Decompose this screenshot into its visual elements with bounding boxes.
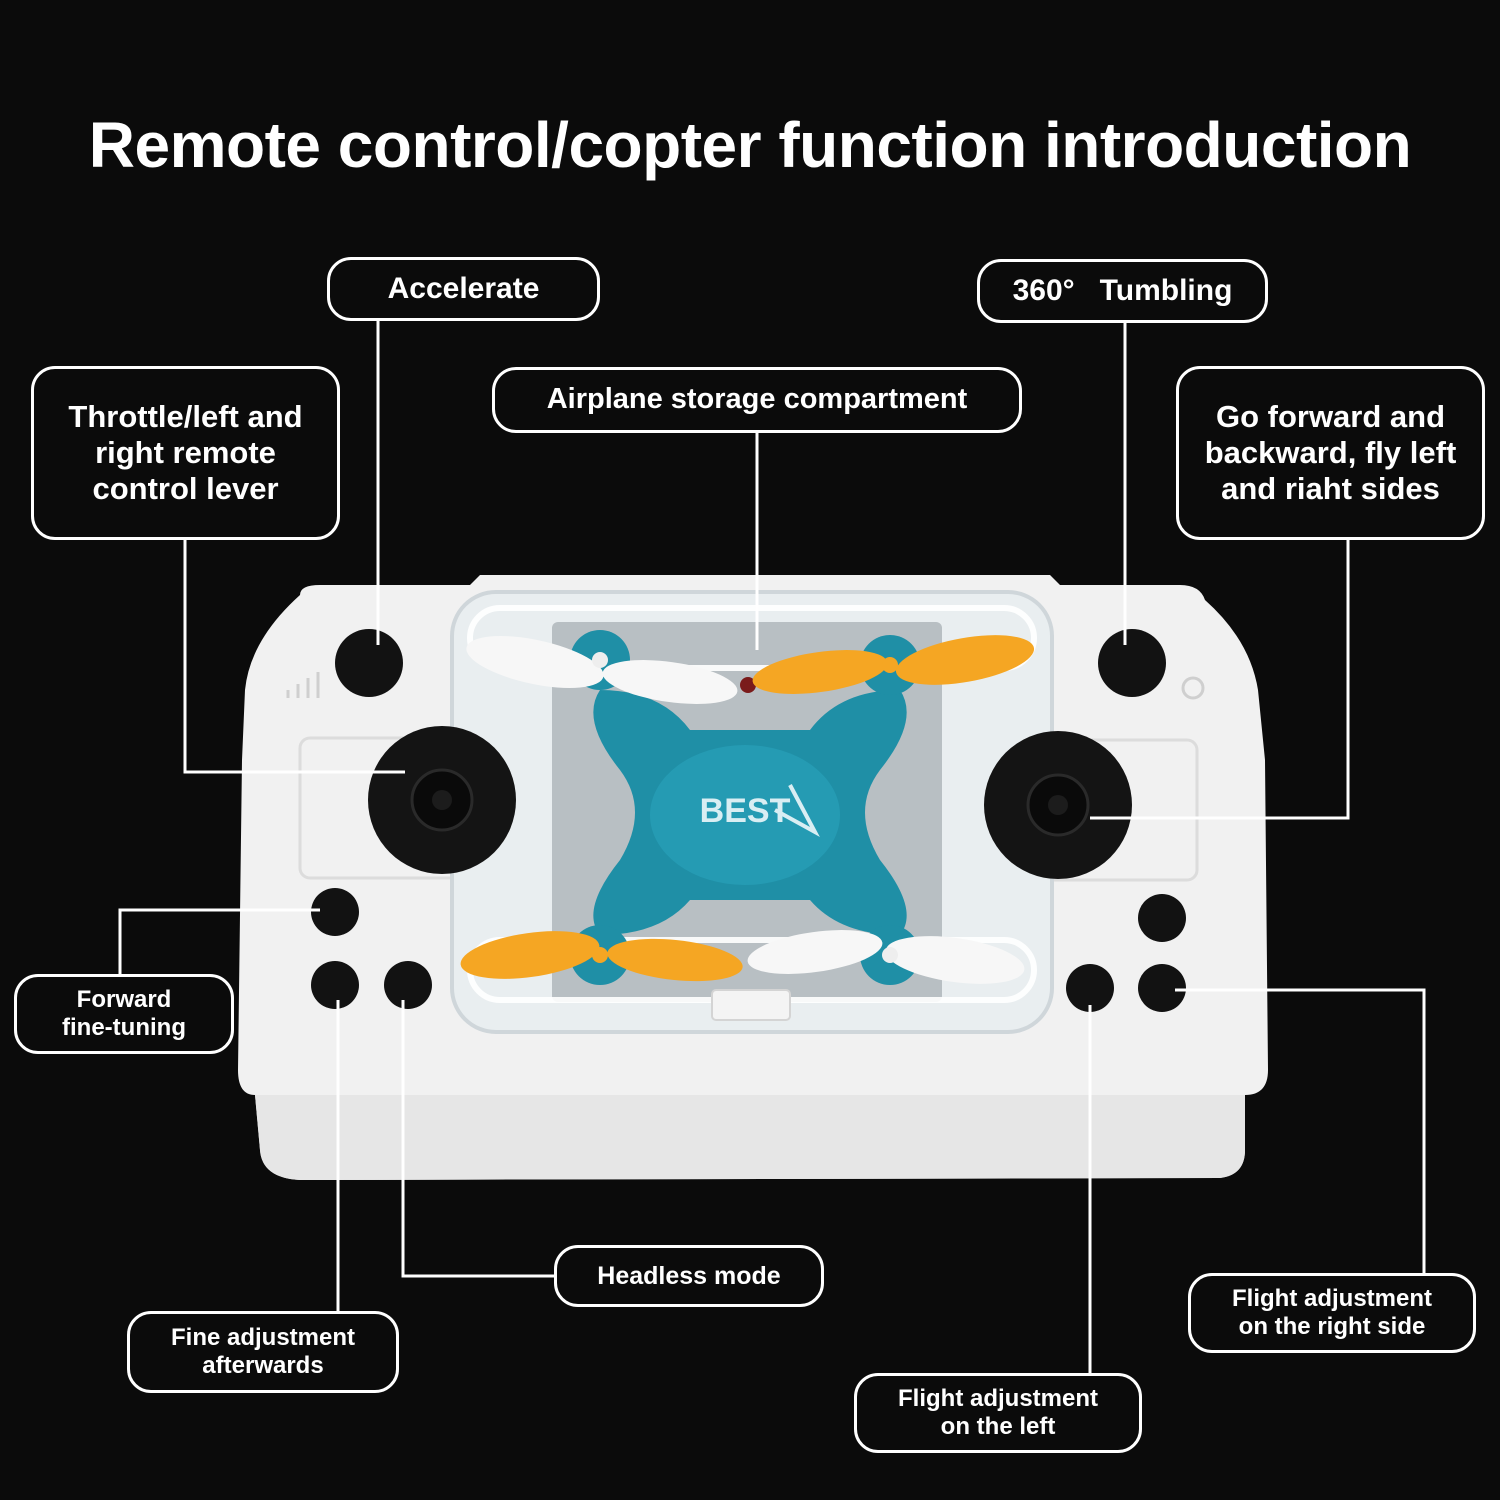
accelerate-button[interactable]	[335, 629, 403, 697]
callout-tumbling: 360° Tumbling	[977, 259, 1268, 323]
speed-icon	[286, 672, 320, 698]
callout-headless: Headless mode	[554, 1245, 824, 1307]
headless-mode-button[interactable]	[384, 961, 432, 1009]
callout-left-trim-line-2: on the left	[940, 1413, 1056, 1440]
callout-headless-label: Headless mode	[597, 1261, 781, 1290]
back-trim-button[interactable]	[311, 961, 359, 1009]
callout-throttle-line-2: right remote	[95, 435, 276, 471]
callout-back-trim-line-2: afterwards	[202, 1352, 324, 1379]
callout-back-trim-line-1: Fine adjustment	[170, 1324, 356, 1352]
left-trim-button[interactable]	[1066, 964, 1114, 1012]
tumbling-button[interactable]	[1098, 629, 1166, 697]
callout-throttle-line-1: Throttle/left and	[68, 399, 303, 435]
callout-throttle-line-3: control lever	[92, 470, 279, 506]
callout-forward-trim-line-1: Forward	[76, 986, 172, 1014]
callout-direction: Go forward and backward, fly left and ri…	[1176, 366, 1485, 540]
callout-right-trim-line-2: on the right side	[1238, 1313, 1426, 1340]
callout-direction-line-2: backward, fly left	[1204, 435, 1457, 471]
callout-forward-trim-line-2: fine-tuning	[62, 1014, 186, 1041]
forward-trim-button[interactable]	[311, 888, 359, 936]
callout-left-trim-line-1: Flight adjustment	[898, 1385, 1098, 1413]
callout-back-trim: Fine adjustment afterwards	[127, 1311, 399, 1393]
callout-direction-line-3: and riaht sides	[1221, 470, 1440, 506]
callout-accelerate-label: Accelerate	[387, 271, 540, 305]
callout-tumbling-label: 360° Tumbling	[1012, 273, 1233, 307]
callout-direction-line-1: Go forward and	[1215, 399, 1446, 435]
callout-storage-label: Airplane storage compartment	[546, 383, 968, 416]
callout-right-trim-line-1: Flight adjustment	[1232, 1285, 1432, 1313]
callout-storage: Airplane storage compartment	[492, 367, 1022, 433]
callout-right-trim: Flight adjustment on the right side	[1188, 1273, 1476, 1353]
right-joystick[interactable]	[984, 731, 1132, 879]
flip-icon	[1181, 676, 1205, 700]
callout-forward-trim: Forward fine-tuning	[14, 974, 234, 1054]
callout-left-trim: Flight adjustment on the left	[854, 1373, 1142, 1453]
page-title: Remote control/copter function introduct…	[88, 109, 1412, 181]
callout-throttle: Throttle/left and right remote control l…	[31, 366, 340, 540]
right-trim-button[interactable]	[1138, 964, 1186, 1012]
leader-lines	[118, 320, 1426, 1374]
callout-accelerate: Accelerate	[327, 257, 600, 321]
mini-drone: BEST	[460, 630, 1035, 985]
left-joystick[interactable]	[368, 726, 516, 874]
top-right-button[interactable]	[1138, 894, 1186, 942]
